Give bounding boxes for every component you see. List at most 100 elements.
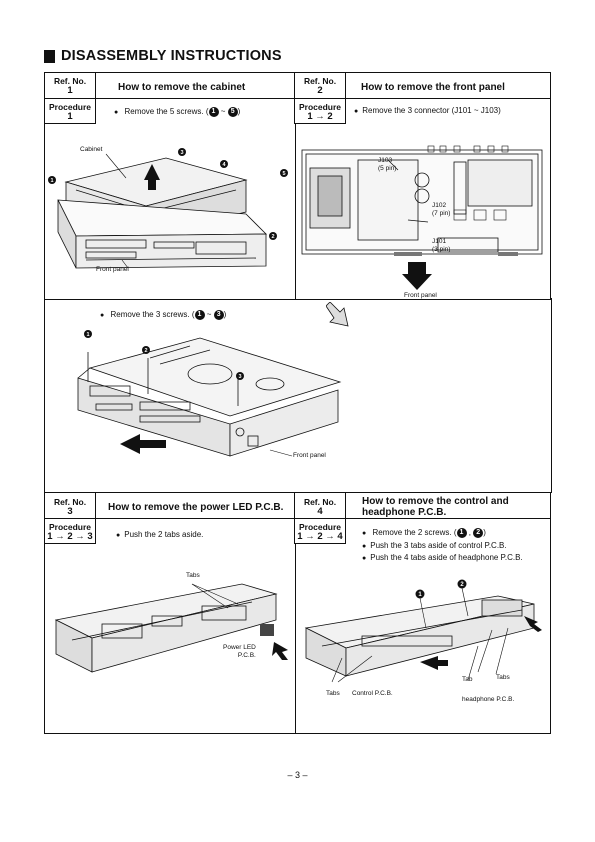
section-1-title: How to remove the cabinet bbox=[118, 82, 246, 93]
svg-text:1: 1 bbox=[50, 178, 53, 184]
control-headphone-pcb-illustration: 12 bbox=[304, 579, 542, 683]
divider bbox=[344, 518, 550, 519]
pcb-name: Power LED bbox=[223, 644, 256, 651]
section-2-step-1: Remove the 3 connector (J101 ~ J103) bbox=[354, 106, 501, 117]
front-panel-connectors-illustration bbox=[301, 145, 543, 256]
procedure-steps: 1 → 2 → 3 bbox=[47, 531, 93, 542]
section-4-step-1: Remove the 2 screws. (1 , 2) bbox=[362, 528, 486, 539]
step-text: ) bbox=[237, 107, 241, 117]
step-separator: ~ bbox=[206, 310, 212, 320]
callout-number: 3 bbox=[213, 310, 224, 320]
section-4-frame bbox=[294, 492, 551, 734]
step-text: ) bbox=[483, 528, 486, 538]
section-1-procedure: Procedure 1 bbox=[44, 98, 96, 124]
label-control-pcb: Control P.C.B. bbox=[352, 690, 393, 697]
svg-text:2: 2 bbox=[144, 348, 147, 354]
procedure-label: Procedure bbox=[298, 522, 342, 532]
ref-number: 1 bbox=[67, 85, 73, 96]
cabinet-illustration: 3 4 5 2 1 bbox=[48, 148, 288, 269]
section-1-frame bbox=[44, 72, 296, 300]
ref-label: Ref. No. bbox=[303, 497, 337, 507]
label-j102: J102 (7 pin) bbox=[432, 202, 450, 218]
section-4-ref: Ref. No. 4 bbox=[294, 492, 346, 520]
connector-pins: (7 pin) bbox=[432, 210, 451, 217]
procedure-steps: 1 → 2 → 4 bbox=[297, 531, 343, 542]
label-headphone-pcb: headphone P.C.B. bbox=[462, 696, 515, 703]
label-front-panel: Front panel bbox=[404, 292, 437, 299]
label-tab: Tab bbox=[462, 676, 473, 683]
divider bbox=[344, 98, 550, 99]
power-led-pcb-illustration bbox=[54, 583, 288, 673]
section-4-step-2: Push the 3 tabs aside of control P.C.B. bbox=[362, 541, 506, 552]
ref-number: 2 bbox=[317, 85, 323, 96]
heading-square-icon bbox=[44, 49, 55, 63]
divider bbox=[94, 98, 294, 99]
ref-number: 3 bbox=[67, 506, 73, 517]
svg-text:1: 1 bbox=[418, 592, 422, 598]
ref-number: 4 bbox=[317, 506, 323, 517]
callout-number: 5 bbox=[227, 107, 238, 117]
connector-name: J103 bbox=[378, 157, 393, 164]
connector-name: J102 bbox=[432, 202, 447, 209]
procedure-steps: 1 bbox=[67, 111, 73, 122]
callout-number: 1 bbox=[208, 107, 219, 117]
label-tabs-right: Tabs bbox=[496, 674, 510, 681]
connector-pins: (3 pin) bbox=[432, 246, 451, 253]
section-2-frame bbox=[294, 72, 551, 300]
svg-text:5: 5 bbox=[282, 171, 285, 177]
callout-number: 1 bbox=[456, 528, 467, 538]
step-text: ) bbox=[223, 310, 227, 320]
page-number: – 3 – bbox=[287, 770, 308, 780]
procedure-label: Procedure bbox=[48, 522, 92, 532]
svg-text:2: 2 bbox=[271, 234, 274, 240]
svg-text:1: 1 bbox=[86, 332, 89, 338]
label-j103: J103 (5 pin) bbox=[378, 157, 396, 173]
step-text: Remove the 2 screws. ( bbox=[372, 528, 457, 538]
step-separator: ~ bbox=[220, 107, 226, 117]
section-3-ref: Ref. No. 3 bbox=[44, 492, 96, 520]
section-1-step-2: Remove the 3 screws. (1 ~ 3) bbox=[100, 310, 226, 321]
svg-text:3: 3 bbox=[180, 150, 183, 156]
step-separator: , bbox=[468, 528, 471, 538]
section-2-procedure: Procedure 1 → 2 bbox=[294, 98, 346, 124]
label-tabs: Tabs bbox=[186, 572, 200, 579]
step-text: Remove the 3 screws. ( bbox=[110, 310, 195, 320]
section-4-step-3: Push the 4 tabs aside of headphone P.C.B… bbox=[362, 553, 522, 564]
step-text: Remove the 5 screws. ( bbox=[124, 107, 209, 117]
connector-pins: (5 pin) bbox=[378, 165, 397, 172]
label-cabinet: Cabinet bbox=[80, 146, 103, 153]
pcb-suffix: P.C.B. bbox=[237, 652, 256, 659]
callout-number: 1 bbox=[194, 310, 205, 320]
section-2-title: How to remove the front panel bbox=[361, 82, 505, 93]
ref-label: Ref. No. bbox=[303, 76, 337, 86]
svg-text:3: 3 bbox=[238, 374, 241, 380]
section-4-procedure: Procedure 1 → 2 → 4 bbox=[294, 518, 346, 544]
page-title: DISASSEMBLY INSTRUCTIONS bbox=[61, 48, 282, 64]
svg-text:2: 2 bbox=[460, 582, 464, 588]
section-1-ref: Ref. No. 1 bbox=[44, 72, 96, 100]
section-2-ref: Ref. No. 2 bbox=[294, 72, 346, 100]
procedure-steps: 1 → 2 bbox=[307, 111, 333, 122]
svg-text:4: 4 bbox=[222, 162, 226, 168]
section-4-title: How to remove the control and headphone … bbox=[362, 496, 509, 518]
label-tabs-left: Tabs bbox=[326, 690, 340, 697]
label-j101: J101 (3 pin) bbox=[432, 238, 450, 254]
label-front-panel: Front panel bbox=[96, 266, 129, 273]
section-3-procedure: Procedure 1 → 2 → 3 bbox=[44, 518, 96, 544]
procedure-label: Procedure bbox=[48, 102, 92, 112]
page-heading: DISASSEMBLY INSTRUCTIONS bbox=[44, 48, 282, 64]
label-front-panel: Front panel bbox=[293, 452, 326, 459]
ref-label: Ref. No. bbox=[53, 76, 87, 86]
diagonal-arrow-icon bbox=[326, 302, 349, 327]
label-power-led-pcb: Power LED P.C.B. bbox=[223, 644, 256, 660]
section-3-frame bbox=[44, 492, 296, 734]
procedure-label: Procedure bbox=[298, 102, 342, 112]
divider bbox=[94, 518, 294, 519]
down-arrow-icon bbox=[402, 262, 432, 290]
section-3-step-1: Push the 2 tabs aside. bbox=[116, 530, 203, 541]
callout-number: 2 bbox=[473, 528, 484, 538]
ref-label: Ref. No. bbox=[53, 497, 87, 507]
connector-name: J101 bbox=[432, 238, 447, 245]
section-1-step-1: Remove the 5 screws. (1 ~ 5) bbox=[114, 107, 240, 118]
chassis-illustration: 1 2 3 bbox=[77, 330, 342, 457]
